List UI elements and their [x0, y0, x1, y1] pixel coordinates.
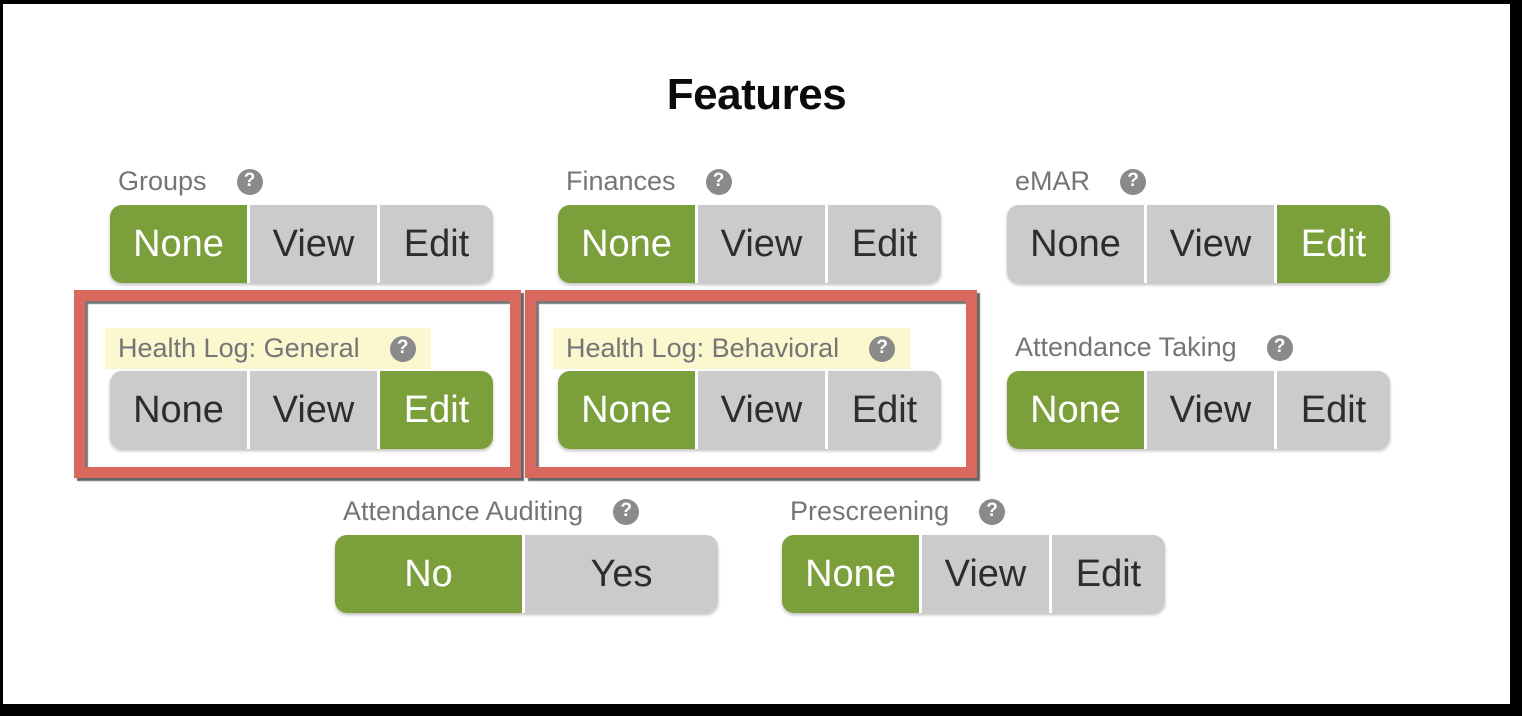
attendance-auditing-label: Attendance Auditing: [343, 496, 584, 526]
help-icon[interactable]: ?: [236, 168, 263, 195]
prescreening-label-row: Prescreening ?: [782, 496, 1006, 526]
attendance-taking-label: Attendance Taking: [1015, 332, 1237, 362]
attendance-taking-permission-toggle: None View Edit: [1007, 371, 1390, 449]
finances-none-button[interactable]: None: [558, 205, 695, 283]
feature-attendance-taking: Attendance Taking ? None View Edit: [1007, 334, 1390, 449]
attendance-taking-view-button[interactable]: View: [1147, 371, 1274, 449]
groups-view-button[interactable]: View: [250, 205, 377, 283]
groups-permission-toggle: None View Edit: [110, 205, 493, 283]
attendance-auditing-label-row: Attendance Auditing ?: [335, 496, 640, 526]
feature-finances: Finances ? None View Edit: [558, 168, 941, 283]
feature-emar: eMAR ? None View Edit: [1007, 168, 1390, 283]
prescreening-none-button[interactable]: None: [782, 535, 919, 613]
feature-attendance-auditing: Attendance Auditing ? No Yes: [335, 498, 718, 613]
prescreening-view-button[interactable]: View: [922, 535, 1049, 613]
help-icon[interactable]: ?: [389, 335, 416, 362]
finances-label: Finances: [566, 166, 676, 196]
groups-label: Groups: [118, 166, 207, 196]
emar-edit-button[interactable]: Edit: [1277, 205, 1390, 283]
feature-health-log-general: Health Log: General ? None View Edit: [105, 328, 493, 449]
emar-label: eMAR: [1015, 166, 1091, 196]
health-log-behavioral-permission-toggle: None View Edit: [558, 371, 941, 449]
emar-view-button[interactable]: View: [1147, 205, 1274, 283]
prescreening-label: Prescreening: [790, 496, 950, 526]
health-log-behavioral-label-row: Health Log: Behavioral ?: [553, 328, 911, 369]
health-log-behavioral-view-button[interactable]: View: [698, 371, 825, 449]
page-title: Features: [666, 70, 847, 119]
health-log-general-none-button[interactable]: None: [110, 371, 247, 449]
attendance-taking-none-button[interactable]: None: [1007, 371, 1144, 449]
help-icon[interactable]: ?: [705, 168, 732, 195]
finances-label-row: Finances ?: [558, 168, 732, 195]
feature-prescreening: Prescreening ? None View Edit: [782, 498, 1165, 613]
health-log-general-permission-toggle: None View Edit: [110, 371, 493, 449]
attendance-auditing-no-button[interactable]: No: [335, 535, 522, 613]
attendance-taking-label-row: Attendance Taking ?: [1007, 334, 1293, 361]
health-log-general-view-button[interactable]: View: [250, 371, 377, 449]
emar-none-button[interactable]: None: [1007, 205, 1144, 283]
emar-label-row: eMAR ?: [1007, 166, 1147, 196]
prescreening-edit-button[interactable]: Edit: [1052, 535, 1165, 613]
attendance-taking-edit-button[interactable]: Edit: [1277, 371, 1390, 449]
finances-view-button[interactable]: View: [698, 205, 825, 283]
finances-permission-toggle: None View Edit: [558, 205, 941, 283]
groups-none-button[interactable]: None: [110, 205, 247, 283]
feature-health-log-behavioral: Health Log: Behavioral ? None View Edit: [553, 328, 941, 449]
help-icon[interactable]: ?: [869, 335, 896, 362]
help-icon[interactable]: ?: [613, 498, 640, 525]
health-log-behavioral-label: Health Log: Behavioral: [566, 333, 840, 363]
help-icon[interactable]: ?: [1120, 168, 1147, 195]
prescreening-permission-toggle: None View Edit: [782, 535, 1165, 613]
health-log-general-label-row: Health Log: General ?: [105, 328, 431, 369]
finances-edit-button[interactable]: Edit: [828, 205, 941, 283]
help-icon[interactable]: ?: [1266, 334, 1293, 361]
attendance-auditing-yes-button[interactable]: Yes: [525, 535, 718, 613]
feature-groups: Groups ? None View Edit: [110, 168, 493, 283]
help-icon[interactable]: ?: [979, 498, 1006, 525]
health-log-general-edit-button[interactable]: Edit: [380, 371, 493, 449]
groups-edit-button[interactable]: Edit: [380, 205, 493, 283]
health-log-behavioral-none-button[interactable]: None: [558, 371, 695, 449]
groups-label-row: Groups ?: [110, 168, 263, 195]
health-log-behavioral-edit-button[interactable]: Edit: [828, 371, 941, 449]
attendance-auditing-toggle: No Yes: [335, 535, 718, 613]
health-log-general-label: Health Log: General: [118, 333, 360, 363]
emar-permission-toggle: None View Edit: [1007, 205, 1390, 283]
